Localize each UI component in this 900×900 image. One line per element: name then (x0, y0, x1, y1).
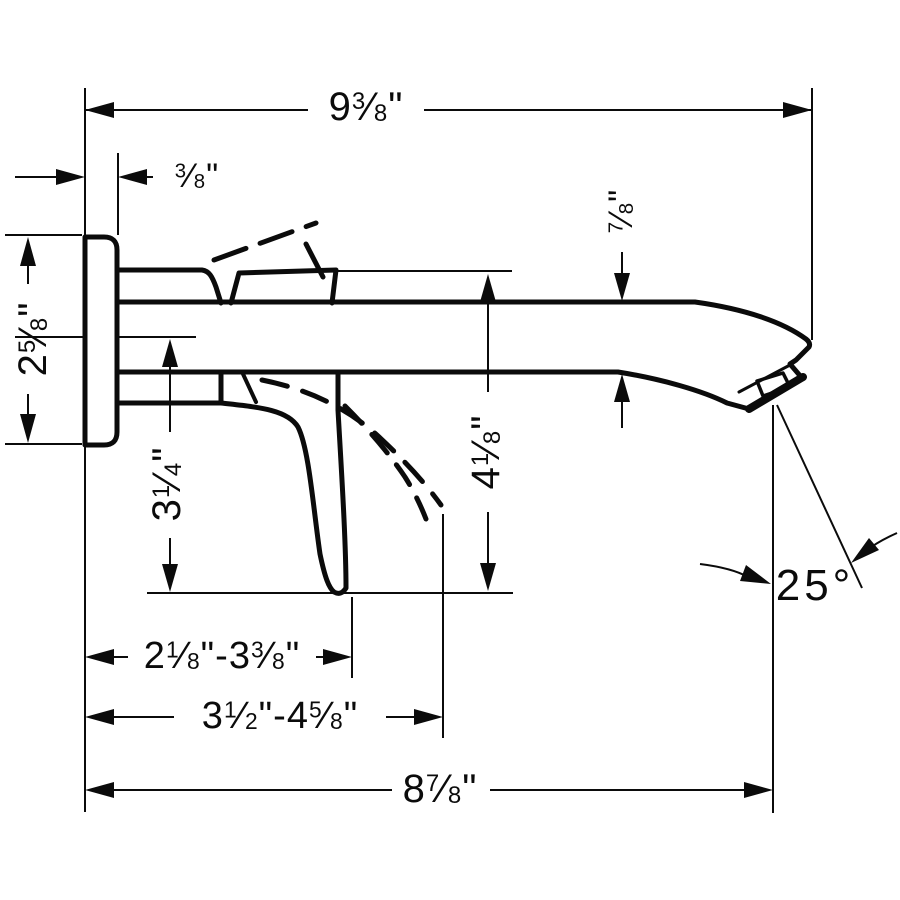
dimension-lines (5, 109, 898, 791)
spout-top-profile (114, 299, 813, 381)
label-overall-depth: 93⁄8" (328, 85, 404, 129)
label-handle-tip-range: 21⁄8"-33⁄8" (143, 635, 301, 677)
arrow-overall-left (85, 102, 114, 118)
arrow-overall-right (783, 102, 812, 118)
dimension-arrowheads (20, 102, 879, 798)
label-handle-drop: 31⁄4" (145, 446, 189, 522)
arrow-angle-left (740, 565, 771, 584)
label-spout-drop: 41⁄8" (464, 414, 508, 490)
lever-open-position-dashed-inner (342, 403, 429, 522)
arrow-handle-drop-top (162, 339, 178, 367)
handle-open-end-face (303, 241, 326, 280)
dim-line-escutcheon-height (5, 234, 82, 445)
label-escutcheon-thickness: 3⁄8" (174, 157, 220, 195)
arrow-handle-range-right (323, 649, 352, 665)
lever-handle-closed (218, 370, 349, 596)
arrow-handle-range-left (85, 649, 114, 665)
arrow-escutcheon-height-bottom (20, 414, 36, 443)
spout-bottom-profile (114, 369, 752, 412)
handle-open-position-dashed (211, 220, 319, 263)
angle-leader-left (699, 563, 749, 578)
arrow-spout-range-left (85, 709, 114, 725)
arrow-spout-thickness-top (614, 273, 630, 301)
extension-lines (15, 88, 863, 813)
label-spout-reach: 87⁄8" (402, 767, 478, 811)
handle-closed-position (228, 267, 339, 306)
arrow-escutcheon-height-top (20, 237, 36, 266)
aerator-insert (755, 371, 792, 398)
arrow-escutcheon-right (118, 169, 147, 185)
wall-escutcheon (82, 234, 120, 448)
mixer-housing-top (114, 267, 224, 306)
arrow-reach-left (85, 782, 114, 798)
label-escutcheon-height: 25⁄8" (11, 301, 55, 377)
arrow-spout-thickness-bottom (614, 374, 630, 402)
faucet-outline (82, 220, 813, 596)
arrow-spout-drop-top (480, 274, 496, 302)
lever-open-position-dashed-outer (259, 377, 444, 508)
lever-neck-line (241, 372, 258, 404)
arrow-angle-right (851, 538, 879, 563)
label-spout-tip-range: 31⁄2"-45⁄8" (201, 695, 359, 737)
arrow-spout-range-right (414, 709, 443, 725)
arrow-reach-right (744, 782, 773, 798)
label-spout-thickness: 7⁄8" (602, 188, 640, 234)
label-spray-angle: 25° (775, 561, 855, 610)
arrow-escutcheon-left (56, 169, 85, 185)
spray-angle-line (776, 404, 863, 589)
arrow-spout-drop-bottom (480, 563, 496, 591)
arrow-handle-drop-bottom (162, 564, 178, 592)
